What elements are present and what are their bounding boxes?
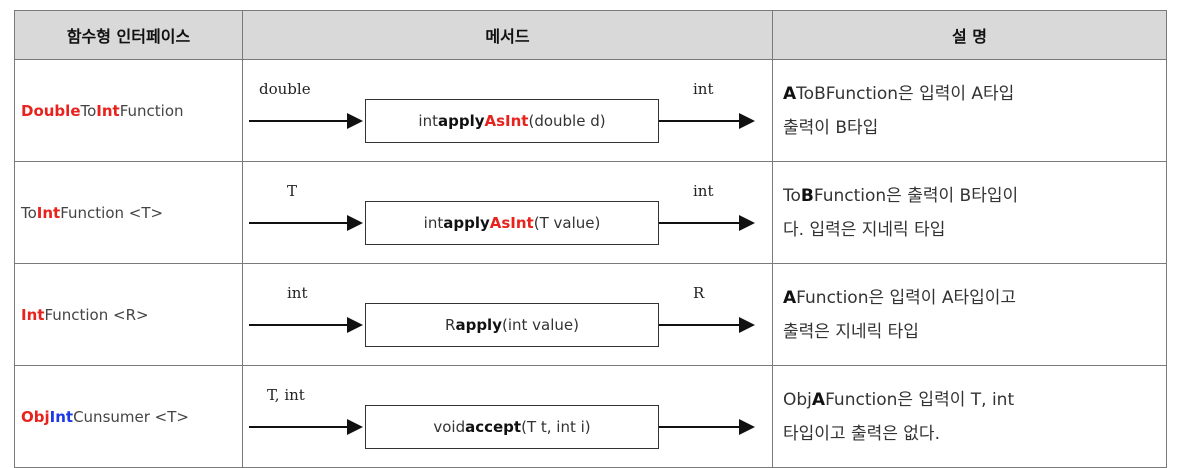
description-part: ToB xyxy=(796,83,826,104)
method-signature-part: AsInt xyxy=(484,112,529,130)
description-part: B xyxy=(800,185,814,206)
description-part: Function은 입력이 A타입이고 xyxy=(796,287,1017,308)
output-arrow-line xyxy=(659,324,743,326)
input-arrow-head-icon xyxy=(347,419,363,435)
input-type-label: double xyxy=(259,80,311,98)
description-part: Function은 출력이 B타입이 xyxy=(813,185,1019,206)
output-arrow-head-icon xyxy=(739,215,755,231)
input-arrow-line xyxy=(249,426,351,428)
interface-name-part: Function xyxy=(119,101,184,120)
input-type-label: T, int xyxy=(267,386,305,404)
method-signature-part: (T value) xyxy=(533,214,601,232)
method-signature-box: R apply(int value) xyxy=(365,303,659,347)
interface-name-part: Int xyxy=(21,305,45,324)
method-signature-part: apply xyxy=(443,214,490,232)
output-type-label: int xyxy=(693,80,714,98)
method-signature-box: void accept(T t, int i) xyxy=(365,405,659,449)
interface-name-part: Obj xyxy=(21,407,50,426)
header-interface: 함수형 인터페이스 xyxy=(14,10,243,60)
description-part: To xyxy=(783,185,801,206)
description-line: AFunction은 입력이 A타입이고 xyxy=(783,281,1156,315)
interface-name: ObjIntCunsumer <T> xyxy=(14,365,243,468)
description-part: A xyxy=(783,83,797,104)
description-line: 다. 입력은 지네릭 타입 xyxy=(783,219,946,240)
method-signature-part: AsInt xyxy=(489,214,534,232)
method-flow-diagram: T, int void accept(T t, int i) xyxy=(243,370,772,463)
input-arrow-head-icon xyxy=(347,113,363,129)
method-signature-part: accept xyxy=(465,418,522,436)
input-arrow-line xyxy=(249,222,351,224)
header-description: 설 명 xyxy=(772,10,1167,60)
method-signature-part: (T t, int i) xyxy=(521,418,591,436)
description-line: 출력이 B타입 xyxy=(783,117,879,138)
description-part: Function은 입력이 A타입 xyxy=(825,83,1015,104)
interface-name-part: Double xyxy=(21,101,81,120)
description-part: A xyxy=(783,287,797,308)
input-arrow-line xyxy=(249,324,351,326)
description-line: 출력은 지네릭 타입 xyxy=(783,321,919,342)
interface-name-part: To xyxy=(21,203,37,222)
output-arrow-head-icon xyxy=(739,113,755,129)
output-type-label: int xyxy=(693,182,714,200)
interface-name-part: Function <R> xyxy=(44,305,149,324)
method-signature-part: void xyxy=(433,418,466,436)
interface-name-part: Cunsumer <T> xyxy=(73,407,189,426)
interface-name-part: To xyxy=(80,101,97,120)
interface-name: ToIntFunction <T> xyxy=(14,161,243,264)
description-line: ObjAFunction은 입력이 T, int xyxy=(783,383,1156,417)
header-method: 메서드 xyxy=(242,10,773,60)
output-type-label: R xyxy=(693,284,705,302)
input-arrow-head-icon xyxy=(347,215,363,231)
header-row: 함수형 인터페이스 메서드 설 명 xyxy=(14,10,1167,60)
method-signature-part: (int value) xyxy=(501,316,579,334)
input-arrow-head-icon xyxy=(347,317,363,333)
output-arrow-head-icon xyxy=(739,419,755,435)
interface-name-part: Int xyxy=(36,203,61,222)
interface-name-part: Int xyxy=(49,407,74,426)
interface-name-part: Function <T> xyxy=(60,203,164,222)
description-line: 타입이고 출력은 없다. xyxy=(783,423,940,444)
output-arrow-line xyxy=(659,426,743,428)
description-part: Function은 입력이 T, int xyxy=(825,389,1015,410)
method-signature-part: apply xyxy=(437,112,485,130)
method-signature-part: int xyxy=(418,112,438,130)
output-arrow-line xyxy=(659,222,743,224)
interface-name-part: Int xyxy=(96,101,120,120)
input-type-label: int xyxy=(287,284,308,302)
input-arrow-line xyxy=(249,120,351,122)
method-signature-part: R xyxy=(445,316,456,334)
method-signature-part: (double d) xyxy=(528,112,606,130)
input-type-label: T xyxy=(287,182,298,200)
description-line: AToBFunction은 입력이 A타입 xyxy=(783,77,1156,111)
method-signature-part: int xyxy=(423,214,444,232)
method-signature-part: apply xyxy=(455,316,502,334)
description-part: A xyxy=(811,389,826,410)
description-part: Obj xyxy=(783,389,812,410)
description-line: ToBFunction은 출력이 B타입이 xyxy=(783,179,1156,213)
interface-name: IntFunction <R> xyxy=(14,263,243,366)
method-cell: T, int void accept(T t, int i) xyxy=(242,365,773,468)
output-arrow-line xyxy=(659,120,743,122)
interface-name: DoubleToIntFunction xyxy=(14,59,243,162)
description-cell: ObjAFunction은 입력이 T, int 타입이고 출력은 없다. xyxy=(772,365,1167,468)
output-arrow-head-icon xyxy=(739,317,755,333)
